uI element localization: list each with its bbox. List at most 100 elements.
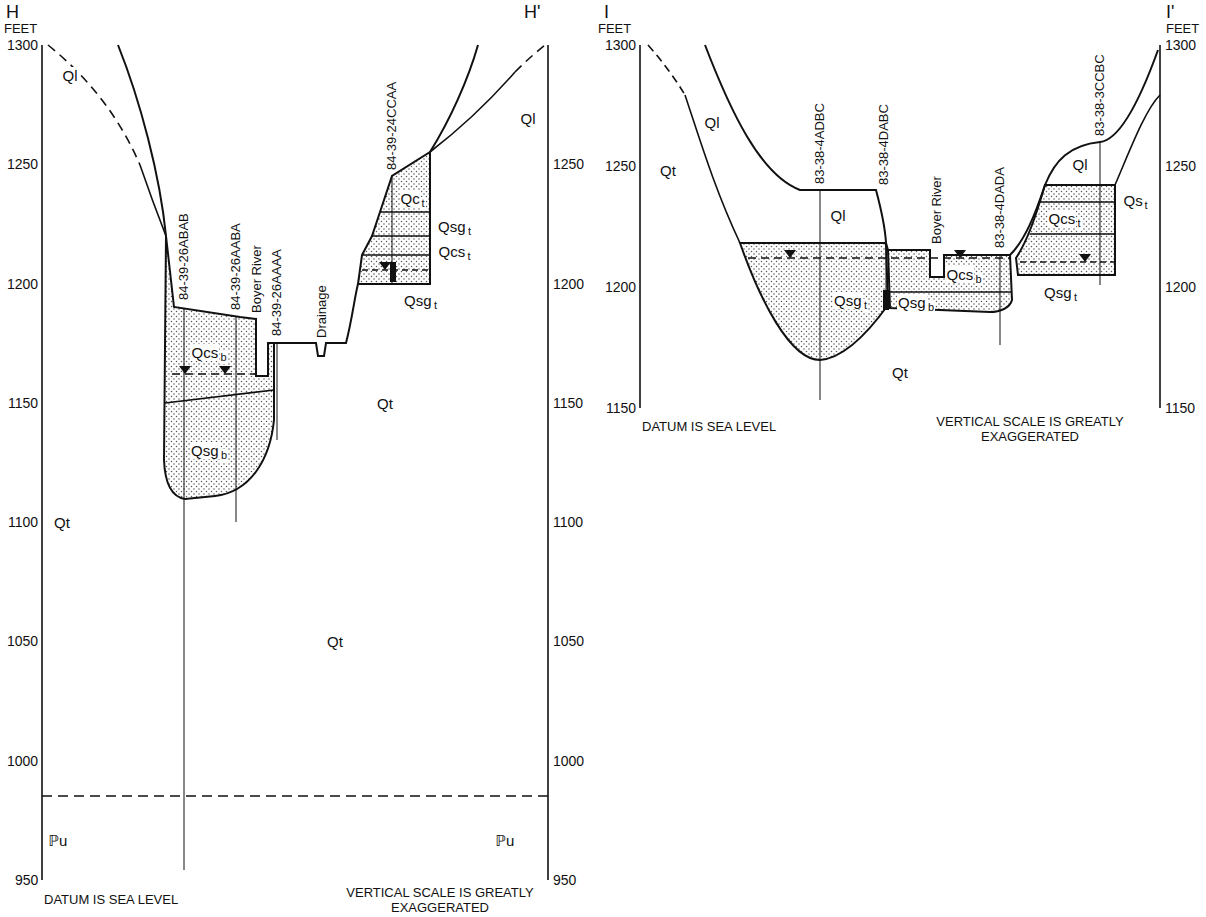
well-line (277, 343, 278, 440)
water-table (748, 257, 1010, 259)
unit-label: Qt (326, 633, 344, 650)
well-label: 84-39-26AAAA (270, 249, 285, 336)
section-label: H (6, 2, 19, 23)
unit-label: Ql (520, 110, 537, 127)
section-label: DATUM IS SEA LEVEL (642, 420, 776, 435)
layer-contact (362, 254, 430, 256)
unit-label: ℙu (48, 832, 69, 849)
unit-label: Qsg (897, 294, 927, 311)
unit-label: Qcs (438, 243, 467, 260)
unit-label: Qcs (191, 344, 220, 361)
unit-label: Qs (1123, 192, 1144, 209)
axis-line (1159, 45, 1161, 408)
axis-number: 1250 (605, 158, 636, 174)
section-label: I' (1166, 2, 1174, 23)
axis-number: 1300 (7, 37, 38, 53)
axis-number: 1000 (553, 753, 584, 769)
water-table-symbol (219, 366, 231, 374)
water-table-symbol (784, 250, 796, 258)
axis-number: 1150 (1165, 400, 1195, 416)
land-surface (1010, 50, 1158, 255)
well-screen (390, 262, 396, 282)
axis-number: 1150 (8, 395, 38, 411)
axis-number: 1050 (7, 633, 38, 649)
axis-number: 1200 (7, 276, 38, 292)
scale-note: VERTICAL SCALE IS GREATLY EXAGGERATED (905, 415, 1155, 445)
axis-number: 1250 (7, 156, 38, 172)
bedrock-contact (42, 795, 548, 797)
well-line (236, 317, 237, 522)
well-label: Boyer River (930, 176, 945, 244)
unit-subscript: b (975, 273, 983, 286)
land-surface (118, 45, 166, 236)
axis-number: 1050 (553, 633, 584, 649)
unit-label: Qcs (1048, 210, 1077, 227)
axis-number: 1150 (553, 395, 583, 411)
axis-number: 1200 (605, 279, 636, 295)
axis-number: 1100 (8, 514, 38, 530)
well-label: 83-38-4ADBC (813, 103, 828, 184)
axis-number: 950 (15, 872, 38, 888)
layer-contact (1040, 201, 1115, 203)
contact-line (430, 72, 515, 152)
well-label: 84-39-24CCAA (385, 82, 400, 170)
unit-label: Qt (53, 514, 71, 531)
unit-label: Qt (659, 162, 677, 179)
contact-line (48, 45, 140, 165)
unit-label: Qsg (403, 292, 433, 309)
land-surface (430, 45, 478, 152)
unit-subscript: t (421, 197, 426, 210)
land-surface (705, 45, 888, 250)
unit-subscript: t (433, 299, 438, 312)
well-label: Boyer River (250, 245, 265, 313)
contact-line (648, 45, 685, 95)
layer-contact (165, 390, 274, 403)
land-surface (274, 284, 358, 356)
scale-note: VERTICAL SCALE IS GREATLY EXAGGERATED (330, 886, 550, 916)
section-label: I (604, 2, 609, 23)
unit-subscript: t (863, 299, 868, 312)
unit-label: Qt (376, 395, 394, 412)
unit-label: Qsg (833, 292, 863, 309)
unit-label: Qt (891, 364, 909, 381)
axis-number: 1200 (553, 276, 584, 292)
water-table-symbol (179, 366, 191, 374)
axis-number: 950 (553, 872, 576, 888)
layer-contact (380, 211, 430, 213)
unit-subscript: t (1073, 291, 1078, 304)
well-label: 83-38-4DADA (993, 167, 1008, 248)
unit-subscript: t (1144, 199, 1149, 212)
well-line (1100, 142, 1101, 285)
axis-number: 1250 (1165, 158, 1196, 174)
unit-subscript: b (220, 351, 228, 364)
well-line (1000, 255, 1001, 345)
unit-subscript: t (467, 225, 472, 238)
unit-label: Qsg (190, 442, 220, 459)
layer-contact (1030, 233, 1115, 235)
unit-subscript: b (220, 449, 228, 462)
water-table-symbol (379, 262, 391, 270)
water-table-symbol (954, 250, 966, 258)
unit-label: Qsg (437, 218, 467, 235)
unit-label: ℙu (495, 832, 516, 849)
unit-label: Ql (62, 67, 79, 84)
well-label: 84-39-26AABA (229, 223, 244, 310)
layer-contact (372, 235, 430, 237)
axis-line (547, 45, 549, 880)
contact-line (685, 95, 740, 243)
unit-label: Ql (704, 114, 721, 131)
unit-label: Qsg (1043, 284, 1073, 301)
well-screen (883, 290, 889, 310)
axis-number: 1000 (7, 753, 38, 769)
section-label: FEET (1166, 22, 1199, 37)
contact-line (515, 45, 545, 72)
terrace-deposit (740, 243, 888, 360)
well-label: 84-39-26ABAB (177, 213, 192, 300)
axis-number: 1250 (553, 156, 584, 172)
unit-subscript: t (467, 250, 472, 263)
axis-line (41, 45, 43, 880)
well-label: 83-38-4DABC (877, 104, 892, 185)
axis-line (639, 45, 641, 408)
well-label: 83-38-3CCBC (1093, 54, 1108, 136)
unit-label: Ql (830, 207, 847, 224)
